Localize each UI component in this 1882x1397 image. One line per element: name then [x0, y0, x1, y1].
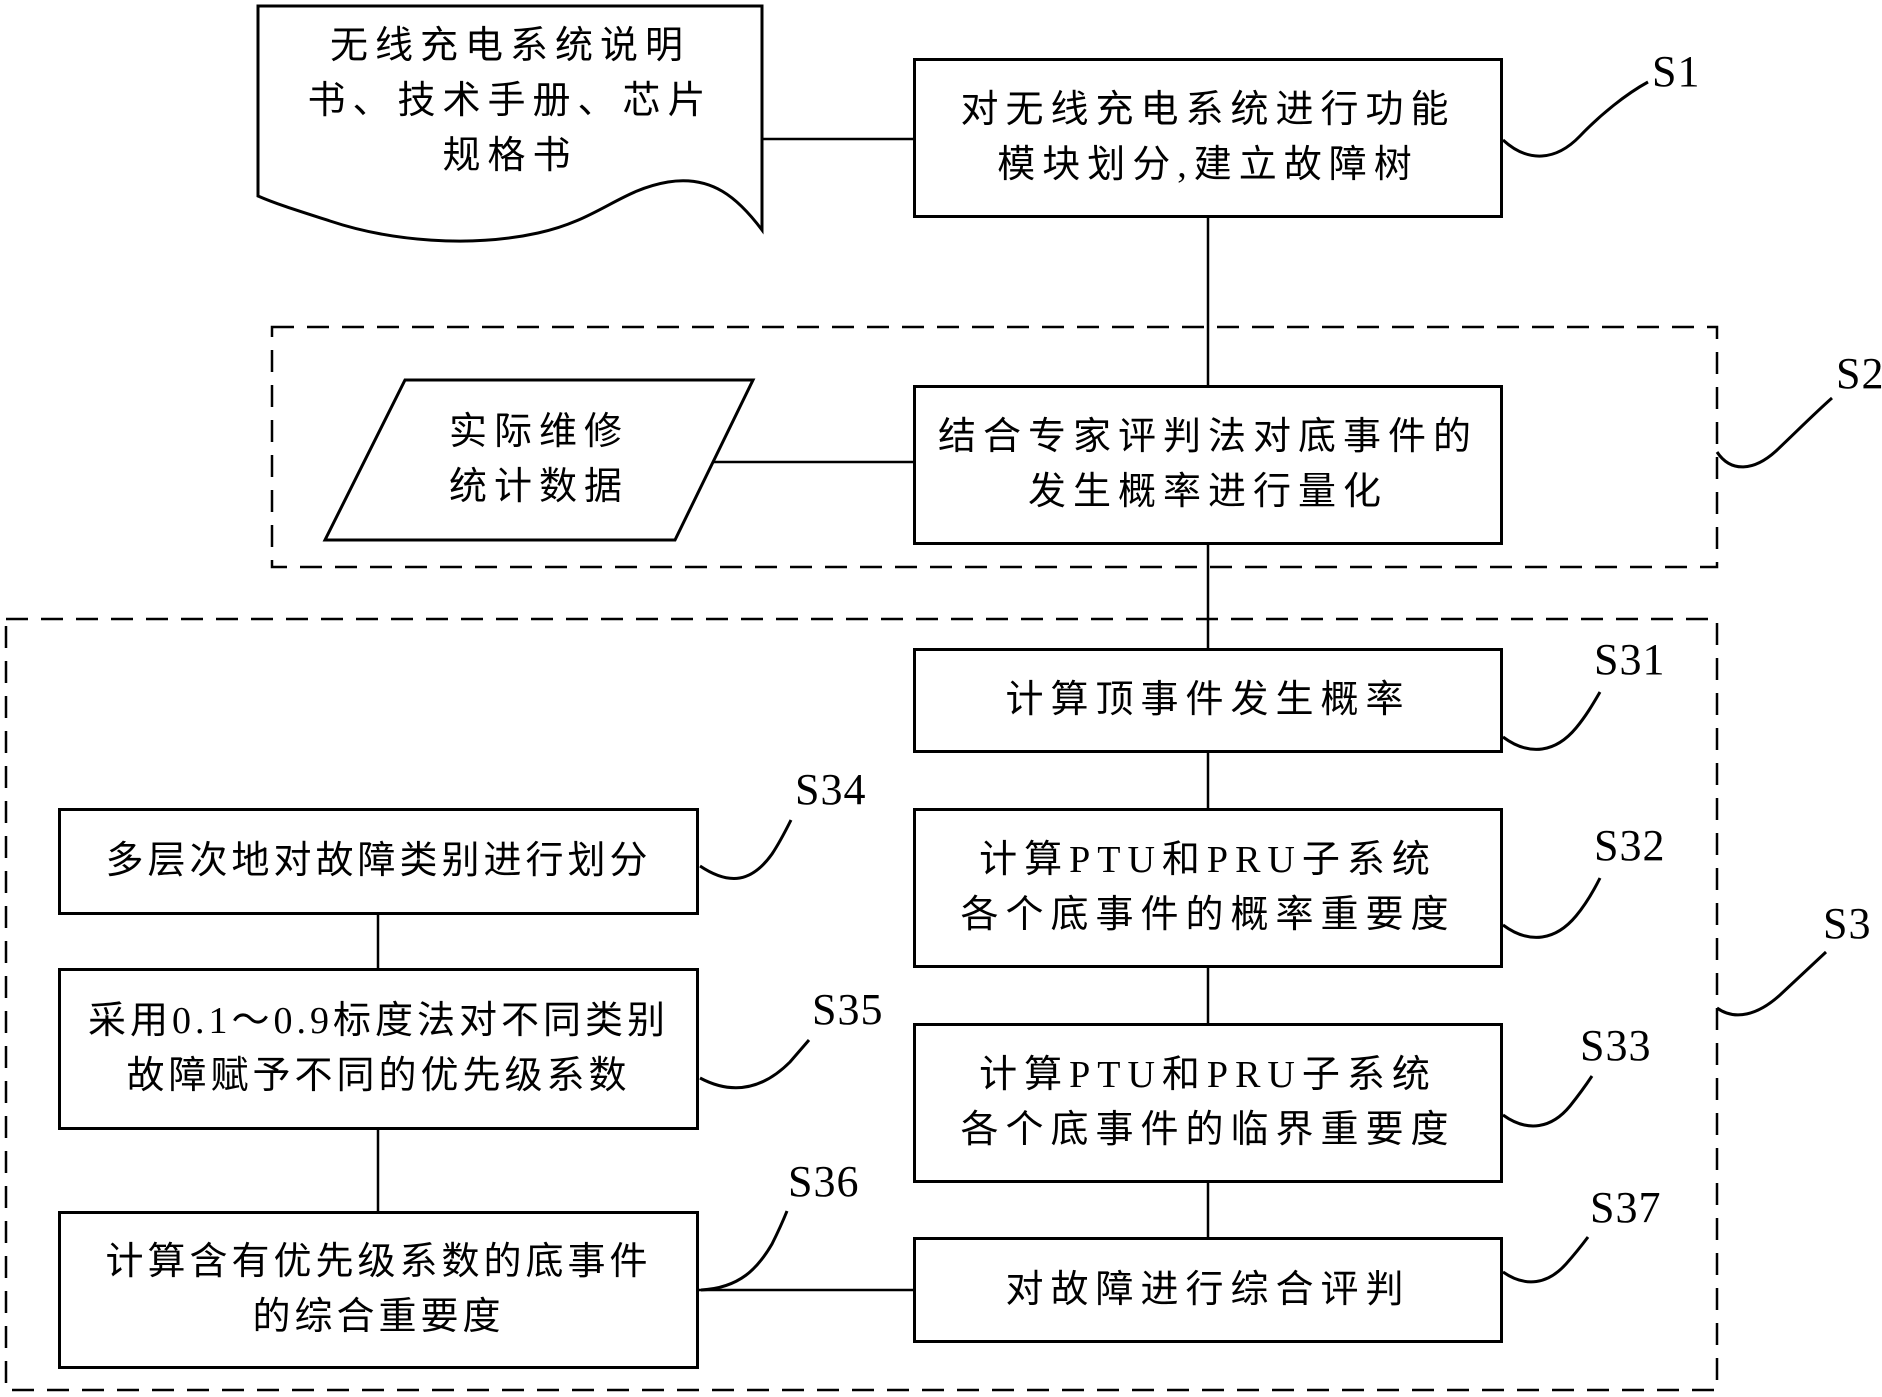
step-s37-box: 对故障进行综合评判: [913, 1237, 1503, 1343]
leader-s35: [699, 1039, 811, 1090]
step-label-s33: S33: [1580, 1021, 1652, 1070]
step-label-s32: S32: [1594, 821, 1666, 870]
leader-s3: [1716, 950, 1828, 1017]
step-s36-line: 计算含有优先级系数的底事件: [105, 1241, 652, 1283]
step-label-s34: S34: [795, 765, 867, 814]
data-input-parallelogram: [322, 378, 756, 542]
step-s2-line: 结合专家评判法对底事件的: [937, 416, 1478, 458]
step-s34-line: 多层次地对故障类别进行划分: [105, 840, 652, 882]
stage-s3-dashed-container: [4, 617, 1719, 1392]
step-s32-line: 计算PTU和PRU子系统: [979, 839, 1437, 881]
repair-data-node: 实际维修 统计数据: [325, 380, 753, 540]
connector-lines: [376, 137, 1210, 1292]
step-s1-line: 模块划分,建立故障树: [997, 144, 1419, 186]
step-s37-line: 对故障进行综合评判: [1005, 1268, 1411, 1311]
step-s31-line: 计算顶事件发生概率: [1005, 679, 1411, 721]
step-label-s36: S36: [788, 1157, 860, 1206]
source-document-line: 书、技术手册、芯片: [307, 79, 713, 122]
step-s1-box: 对无线充电系统进行功能 模块划分,建立故障树: [913, 58, 1503, 218]
step-label-s35: S35: [812, 985, 884, 1034]
leader-s32: [1502, 877, 1602, 939]
step-label-s37: S37: [1590, 1183, 1662, 1232]
step-s2-line: 发生概率进行量化: [1027, 471, 1388, 513]
step-label-s1: S1: [1652, 47, 1701, 96]
source-document-node: 无线充电系统说明 书、技术手册、芯片 规格书: [258, 12, 762, 190]
leader-s33: [1502, 1075, 1594, 1128]
leader-s37: [1502, 1236, 1590, 1284]
source-document-line: 无线充电系统说明: [329, 24, 690, 67]
source-document-line: 规格书: [442, 134, 578, 177]
step-s32-box: 计算PTU和PRU子系统 各个底事件的概率重要度: [913, 808, 1503, 968]
step-s33-line: 各个底事件的临界重要度: [960, 1109, 1456, 1151]
step-s35-box: 采用0.1～0.9标度法对不同类别 故障赋予不同的优先级系数: [58, 968, 699, 1130]
step-s33-box: 计算PTU和PRU子系统 各个底事件的临界重要度: [913, 1023, 1503, 1183]
step-s1-line: 对无线充电系统进行功能: [960, 89, 1456, 131]
leader-curves: [699, 80, 1833, 1292]
leader-s2: [1715, 396, 1833, 469]
step-label-s31: S31: [1594, 635, 1666, 684]
step-s34-box: 多层次地对故障类别进行划分: [58, 808, 699, 915]
leader-s34: [699, 819, 793, 880]
repair-data-line: 实际维修: [448, 411, 629, 453]
step-s32-line: 各个底事件的概率重要度: [960, 894, 1456, 936]
step-label-s2: S2: [1836, 349, 1882, 398]
step-s31-box: 计算顶事件发生概率: [913, 648, 1503, 753]
step-s35-line: 采用0.1～0.9标度法对不同类别: [87, 1000, 669, 1042]
step-s35-line: 故障赋予不同的优先级系数: [126, 1055, 631, 1097]
step-s2-box: 结合专家评判法对底事件的 发生概率进行量化: [913, 385, 1503, 545]
step-s33-line: 计算PTU和PRU子系统: [979, 1054, 1437, 1096]
leader-s31: [1502, 691, 1602, 751]
leader-s1: [1501, 80, 1649, 158]
repair-data-line: 统计数据: [448, 466, 629, 508]
step-s36-box: 计算含有优先级系数的底事件 的综合重要度: [58, 1211, 699, 1369]
document-shape: [256, 4, 764, 243]
leader-s36: [700, 1210, 789, 1292]
step-label-s3: S3: [1823, 899, 1872, 948]
step-s36-line: 的综合重要度: [252, 1296, 505, 1338]
